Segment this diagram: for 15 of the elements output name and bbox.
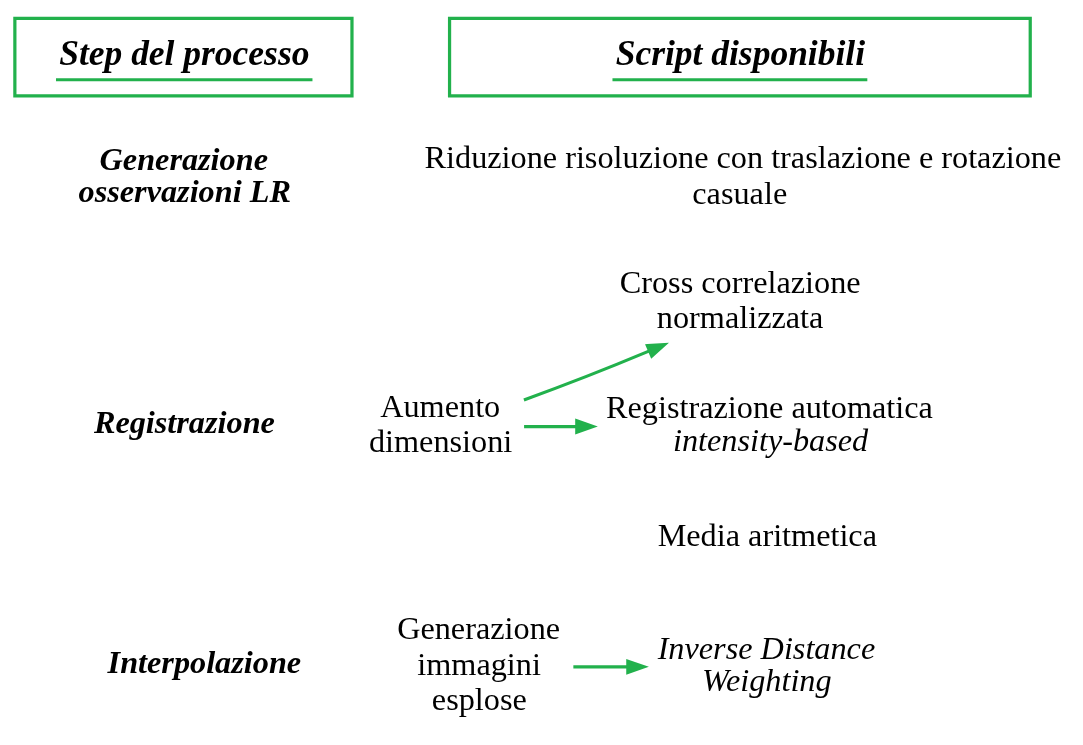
label: Generazione osservazioni LR bbox=[78, 141, 291, 210]
node-text: Aumento dimensioni bbox=[368, 387, 513, 460]
node-box: Script disponibili bbox=[447, 16, 1032, 98]
label: Registrazione bbox=[93, 403, 275, 440]
node-text: Registrazione automatica intensity-based bbox=[606, 389, 933, 458]
arrow bbox=[573, 658, 649, 675]
label: Riduzione risoluzione con traslazione e rotazione casuale bbox=[424, 139, 1062, 211]
arrow bbox=[523, 342, 669, 402]
arrow bbox=[524, 418, 598, 435]
node-text: Cross correlazione normalizzata bbox=[619, 263, 861, 336]
node-text: Inverse Distance Weighting bbox=[657, 629, 876, 699]
node-box: Step del processo bbox=[13, 16, 354, 98]
node-text: Generazione immagini esplose bbox=[397, 610, 561, 718]
label: Interpolazione bbox=[107, 644, 302, 681]
label: Media aritmetica bbox=[657, 516, 878, 553]
